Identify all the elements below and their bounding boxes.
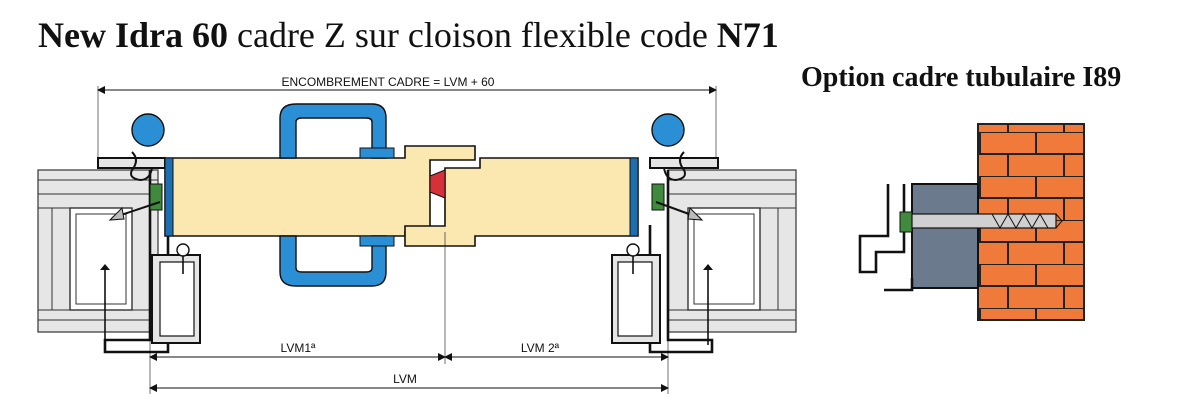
left-hinge-screw	[176, 243, 190, 274]
right-wall-panel	[667, 169, 797, 333]
left-screw	[100, 264, 110, 345]
lvm-label: LVM	[393, 372, 417, 386]
overall-dimension	[97, 86, 717, 158]
right-hinge-screw	[626, 243, 640, 274]
lvm2-label: LVM 2ª	[521, 341, 560, 355]
left-frame-profile	[97, 157, 201, 354]
option-title: Option cadre tubulaire I89	[801, 62, 1122, 93]
right-gasket	[651, 113, 686, 211]
left-wall-panel	[37, 169, 159, 333]
title-description: cadre Z sur cloison flexible code	[227, 15, 717, 55]
tubular-frame	[858, 183, 979, 292]
title-model: New Idra 60	[38, 15, 228, 55]
right-door-leaf	[404, 157, 639, 247]
lvm1-label: LVM1ª	[281, 341, 316, 355]
left-anchor-screw	[108, 201, 161, 221]
overall-dimension-label: ENCOMBREMENT CADRE = LVM + 60	[282, 75, 495, 89]
right-anchor-screw	[655, 201, 704, 221]
lvm-dimension	[149, 232, 669, 394]
top-handle	[279, 103, 395, 159]
right-screw	[703, 264, 713, 345]
title-code: N71	[716, 15, 779, 55]
bottom-handle	[279, 235, 395, 287]
right-frame-profile	[611, 157, 719, 354]
diagram-title: New Idra 60 cadre Z sur cloison flexible…	[38, 14, 779, 56]
left-door-leaf	[164, 145, 476, 237]
wall-anchor	[911, 212, 1063, 230]
meeting-seal	[429, 169, 446, 199]
